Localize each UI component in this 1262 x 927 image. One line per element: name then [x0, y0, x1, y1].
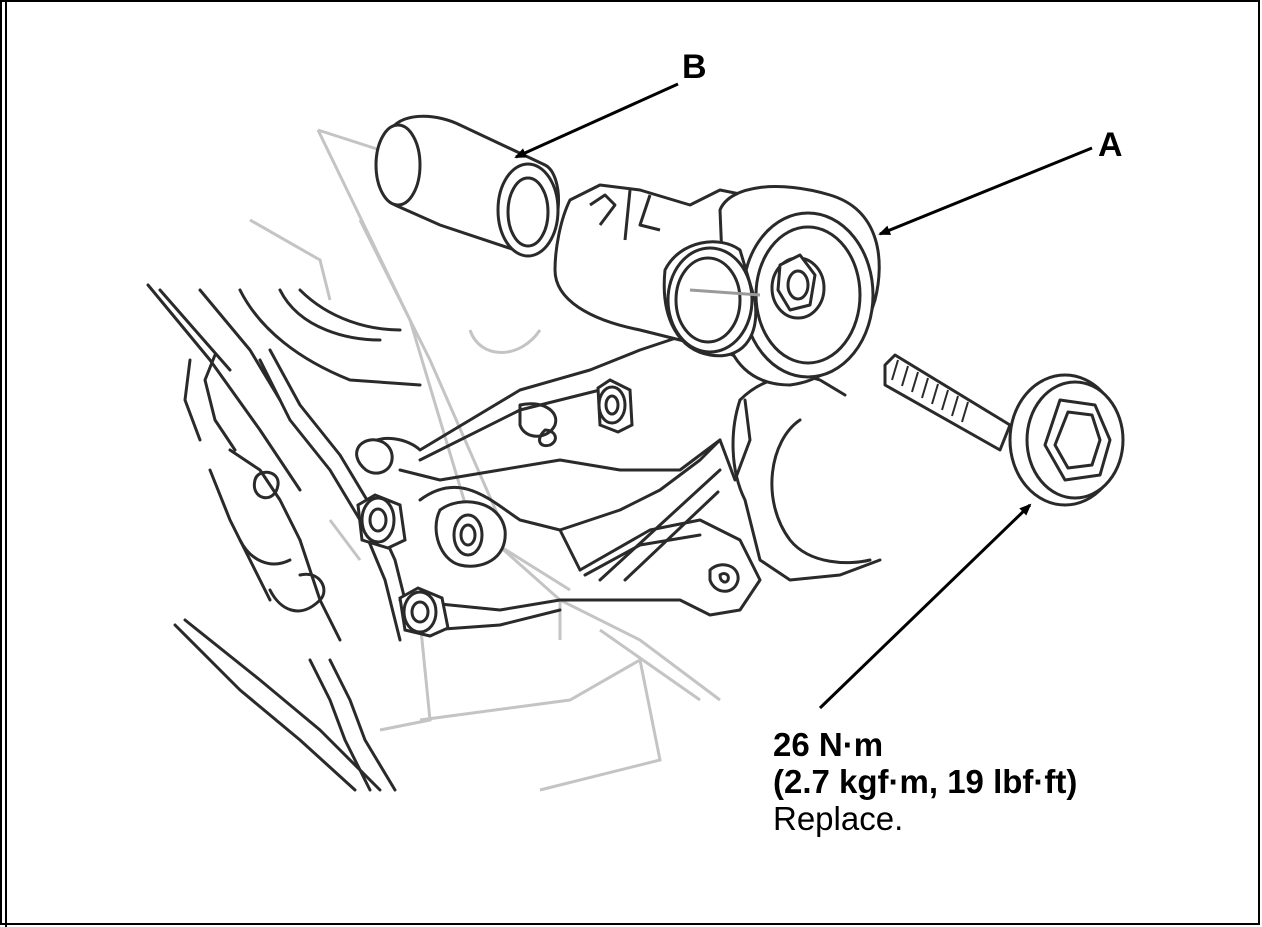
leader-bolt: [818, 503, 1032, 710]
stud-upper-left: [356, 493, 407, 550]
leader-b: [514, 82, 679, 159]
torque-value: 26 N·m: [773, 726, 884, 763]
leader-lines: [514, 82, 1093, 710]
sleeve-b: [374, 114, 560, 258]
stud-left-small: [355, 438, 394, 475]
flange-bolt: [883, 353, 1125, 507]
torque-conversion: (2.7 kgf·m, 19 lbf·ft): [773, 763, 1078, 800]
leader-a: [878, 146, 1093, 236]
stud-middle: [434, 500, 507, 568]
tensioner-bracket: [358, 328, 882, 632]
torque-note: Replace.: [773, 800, 904, 837]
callout-label-b: B: [682, 48, 707, 86]
callout-label-a: A: [1098, 126, 1123, 164]
tensioner-a: [553, 183, 881, 387]
engine-housing: [146, 283, 422, 792]
bolt-shank: [883, 353, 1012, 452]
torque-spec: 26 N·m (2.7 kgf·m, 19 lbf·ft) Replace.: [773, 726, 1077, 837]
stud-top: [596, 378, 634, 434]
stud-lower-left: [398, 586, 450, 638]
studs: [355, 378, 634, 638]
